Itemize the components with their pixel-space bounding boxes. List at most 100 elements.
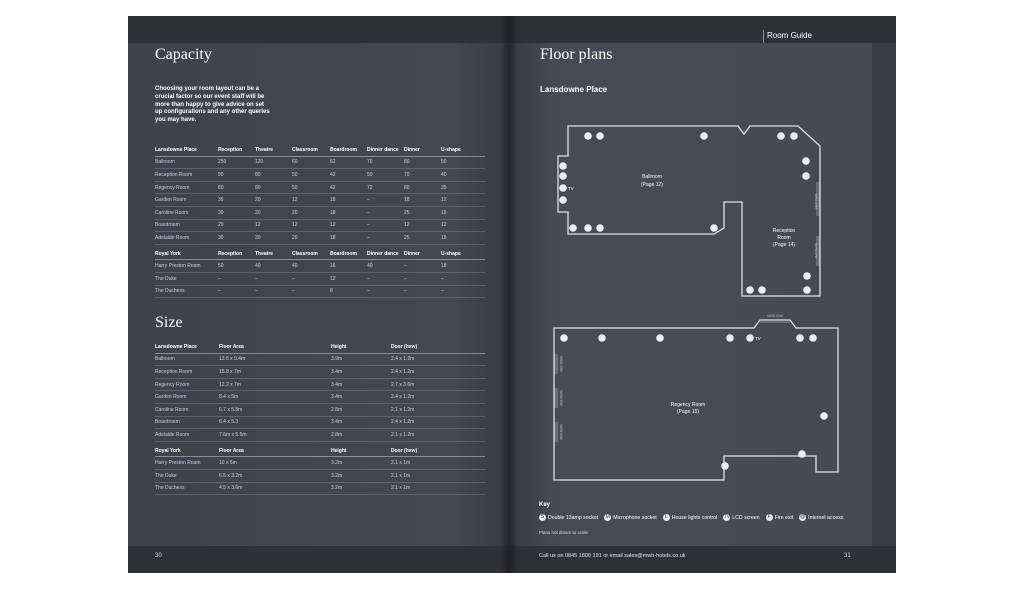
column-header: Royal York bbox=[155, 441, 219, 458]
cell-value: 80 bbox=[404, 156, 441, 170]
cell-value: 2.4 x 1.2m bbox=[391, 390, 485, 404]
brochure-spread: Room Guide Capacity Choosing your room l… bbox=[128, 16, 896, 573]
page-edge bbox=[872, 16, 896, 43]
cell-value: – bbox=[441, 285, 485, 299]
cell-value: 20 bbox=[292, 206, 330, 220]
column-header: Floor Area bbox=[219, 441, 331, 458]
cell-value: 12 bbox=[330, 272, 367, 286]
room-name: Regency Room bbox=[155, 378, 219, 392]
column-header: Floor Area bbox=[219, 341, 331, 354]
cell-value: – bbox=[367, 219, 404, 233]
table-row: The Duchess–––8––– bbox=[155, 285, 485, 299]
capacity-intro: Choosing your room layout can be a cruci… bbox=[155, 86, 270, 124]
socket-icon bbox=[721, 462, 729, 470]
cell-value: 12 bbox=[441, 219, 485, 233]
microphone-icon bbox=[798, 450, 806, 458]
regency-outline bbox=[553, 319, 839, 481]
cell-value: 40 bbox=[255, 259, 292, 273]
reception-label-2: Room bbox=[777, 235, 790, 241]
table-row: The Duke–––12––– bbox=[155, 272, 485, 286]
cell-value: 120 bbox=[255, 156, 292, 170]
cell-value: 80 bbox=[218, 181, 255, 195]
cell-value: 18 bbox=[404, 193, 441, 207]
lights-icon bbox=[790, 132, 798, 140]
venue-subtitle: Lansdowne Place bbox=[540, 85, 608, 94]
fire-exit-icon: F bbox=[765, 514, 773, 521]
window-label: WINDOW bbox=[559, 390, 563, 406]
bottom-band bbox=[128, 546, 508, 573]
socket-icon bbox=[710, 224, 718, 232]
cell-value: 2.4 x 1.2m bbox=[391, 416, 485, 430]
column-header: Dinner dance bbox=[367, 144, 404, 157]
key-label: House lights control bbox=[671, 514, 718, 521]
cell-value: 3.4m bbox=[331, 365, 391, 379]
column-header: Dinner dance bbox=[367, 244, 404, 261]
lights-icon bbox=[802, 172, 810, 180]
cell-value: 2.4 x 1.2m bbox=[391, 353, 485, 367]
cell-value: 3.4m bbox=[331, 416, 391, 430]
room-name: Adelaide Room bbox=[155, 428, 219, 442]
cell-value: 250 bbox=[218, 156, 255, 170]
key-item: @Internet access bbox=[799, 514, 843, 521]
column-header: Classroom bbox=[292, 144, 330, 157]
capacity-title: Capacity bbox=[155, 46, 212, 63]
internet-icon bbox=[559, 162, 567, 170]
cell-value: 62 bbox=[330, 156, 367, 170]
left-page-number: 30 bbox=[155, 553, 162, 559]
cell-value: 40 bbox=[367, 259, 404, 273]
lights-icon: L bbox=[662, 514, 670, 521]
internet-icon bbox=[777, 132, 785, 140]
room-name: Reception Room bbox=[155, 365, 219, 379]
cell-value: 6.4 x 5.3 bbox=[219, 416, 331, 430]
cell-value: 10 x 6m bbox=[219, 456, 331, 470]
key-label: Microphone socket bbox=[613, 514, 657, 521]
cell-value: 20 bbox=[218, 219, 255, 233]
microphone-icon bbox=[569, 224, 577, 232]
socket-icon bbox=[700, 132, 708, 140]
cell-value: 2.1 x 1m bbox=[391, 482, 485, 496]
cell-value: 3.2m bbox=[331, 482, 391, 496]
room-name: Ballroom bbox=[155, 353, 219, 367]
cell-value: – bbox=[218, 285, 255, 299]
column-header: Classroom bbox=[292, 244, 330, 261]
cell-value: 6.5 x 3.2m bbox=[219, 469, 331, 483]
cell-value: 13.6 x 9.4m bbox=[219, 353, 331, 367]
floor-plans-title: Floor plans bbox=[540, 46, 613, 63]
microphone-icon: M bbox=[604, 514, 612, 521]
cell-value: 2.1 x 1m bbox=[391, 456, 485, 470]
lights-icon bbox=[820, 412, 828, 420]
column-header: Reception bbox=[218, 144, 255, 157]
cell-value: – bbox=[367, 231, 404, 245]
column-header: Boardroom bbox=[330, 244, 367, 261]
cell-value: – bbox=[367, 272, 404, 286]
cell-value: 12 bbox=[441, 193, 485, 207]
column-header: Reception bbox=[218, 244, 255, 261]
scale-note: Plans not drawn to scale bbox=[539, 530, 589, 535]
cell-value: – bbox=[367, 206, 404, 220]
top-band bbox=[508, 16, 896, 43]
cell-value: – bbox=[292, 272, 330, 286]
room-guide-tab: Room Guide bbox=[763, 30, 873, 43]
cell-value: 50 bbox=[292, 181, 330, 195]
cell-value: – bbox=[441, 272, 485, 286]
cell-value: 2.1 x 1m bbox=[391, 469, 485, 483]
socket-icon bbox=[559, 196, 567, 204]
contact-footer: Call us on 0845 1800 191 or email sales@… bbox=[539, 553, 686, 559]
socket-icon: S bbox=[539, 514, 546, 521]
reception-page: (Page 14) bbox=[773, 242, 795, 248]
column-header: U-shape bbox=[441, 244, 485, 261]
regency-label: Regency Room bbox=[671, 402, 705, 408]
key-label: LCD screen bbox=[732, 514, 760, 521]
